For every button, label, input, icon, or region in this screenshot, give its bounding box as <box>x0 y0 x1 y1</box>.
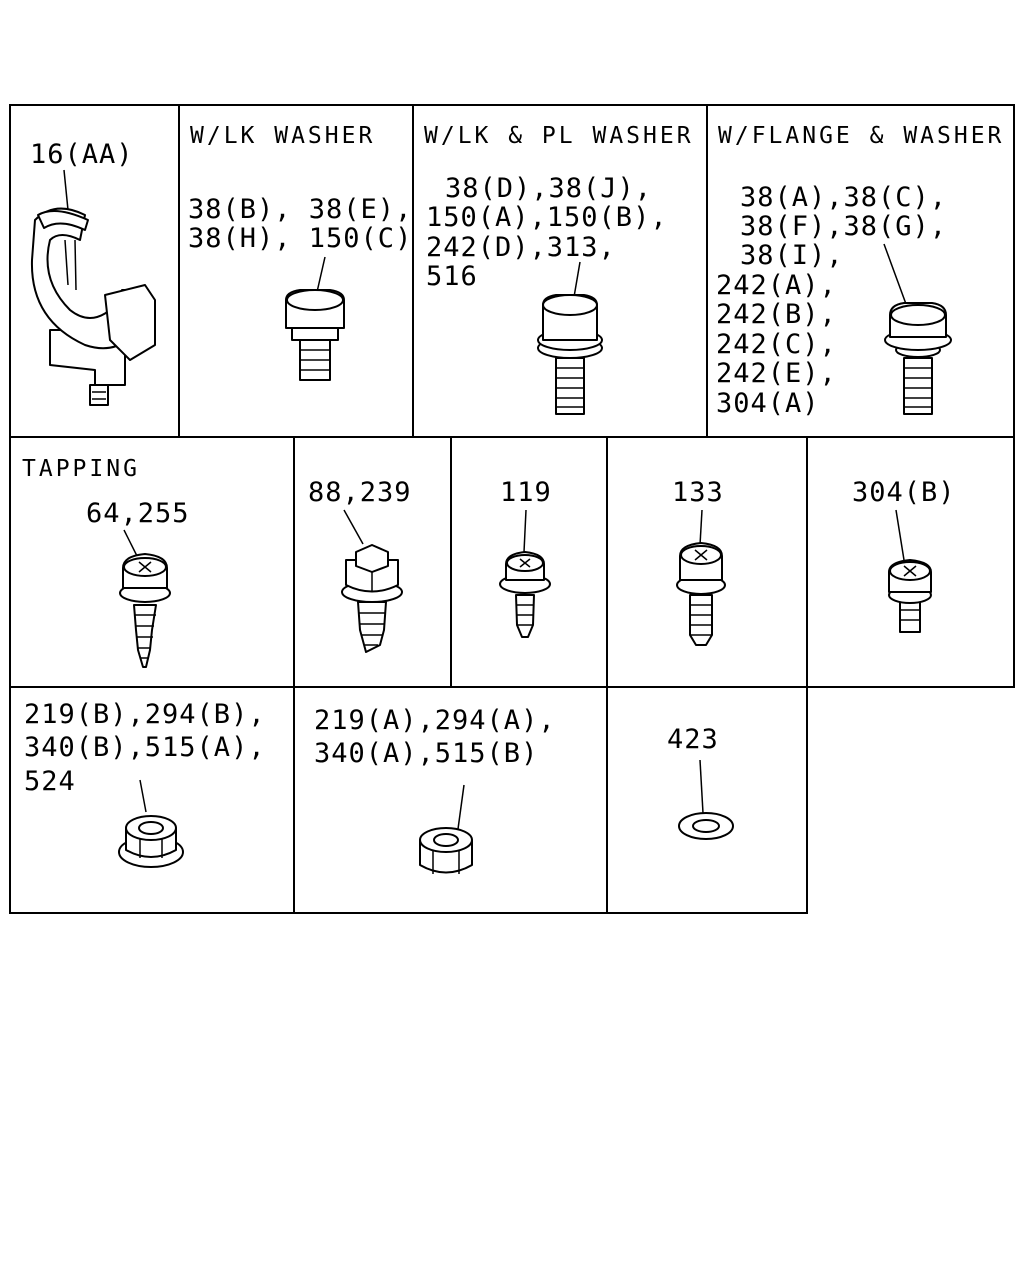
cell-screw-133: 133 <box>672 477 726 646</box>
part-label: 242(B), <box>716 299 837 330</box>
part-label: 88,239 <box>308 477 412 508</box>
cell-lk-pl-washer: W/LK & PL WASHER 38(D),38(J), 150(A),150… <box>424 123 694 415</box>
part-label: 242(C), <box>716 329 837 360</box>
part-label: 16(AA) <box>30 139 134 170</box>
bolt-lock-plain-washer-icon <box>537 294 603 415</box>
part-label: 242(E), <box>716 358 837 389</box>
part-label: 38(A),38(C), <box>740 182 947 213</box>
flat-washer-icon <box>678 812 734 840</box>
cell-hex-tapping: 88,239 <box>308 477 412 653</box>
part-label: 304(A) <box>716 388 820 419</box>
flange-nut-icon <box>118 815 184 868</box>
hex-tapping-screw-icon <box>341 544 403 653</box>
cell-flange-washer: W/FLANGE & WASHER 38(A),38(C), 38(F),38(… <box>716 123 1004 419</box>
cell-hex-nut: 219(A),294(A), 340(A),515(B) <box>314 705 556 874</box>
part-label: 304(B) <box>852 477 956 508</box>
cell-washer: 423 <box>667 724 734 840</box>
short-pan-screw-icon <box>888 559 932 633</box>
cell-screw-304b: 304(B) <box>852 477 956 633</box>
part-label: 340(B),515(A), <box>24 732 266 763</box>
part-label: 150(A),150(B), <box>426 202 668 233</box>
part-label: 524 <box>24 766 76 797</box>
pan-screw-washer-icon <box>499 551 551 638</box>
part-label: 219(A),294(A), <box>314 705 556 736</box>
cell-tapping: TAPPING 64,255 <box>22 456 190 668</box>
part-label: 38(B), 38(E), <box>188 194 412 225</box>
cell-header: TAPPING <box>22 456 140 482</box>
part-label: 516 <box>426 261 478 292</box>
grid-lines <box>9 104 1015 914</box>
part-label: 38(I), <box>740 240 844 271</box>
tapping-screw-icon <box>119 553 171 668</box>
cell-header: W/LK WASHER <box>190 123 375 149</box>
cell-header: W/LK & PL WASHER <box>424 123 694 149</box>
part-label: 38(D),38(J), <box>445 173 652 204</box>
part-label: 38(F),38(G), <box>740 211 947 242</box>
part-label: 38(H), 150(C) <box>188 223 412 254</box>
flange-bolt-washer-icon <box>884 302 952 415</box>
part-label: 340(A),515(B) <box>314 738 538 769</box>
part-label: 219(B),294(B), <box>24 699 266 730</box>
part-label: 242(D),313, <box>426 232 616 263</box>
bolt-lock-washer-icon <box>285 289 345 381</box>
pipe-clip-icon <box>30 207 156 406</box>
cell-lk-washer: W/LK WASHER 38(B), 38(E), 38(H), 150(C) <box>188 123 412 381</box>
part-label: 423 <box>667 724 719 755</box>
part-label: 119 <box>500 477 552 508</box>
hex-nut-icon <box>419 827 473 874</box>
pan-screw-icon <box>676 542 726 646</box>
part-label: 242(A), <box>716 270 837 301</box>
cell-header: W/FLANGE & WASHER <box>718 123 1004 149</box>
part-label: 133 <box>672 477 724 508</box>
cell-flange-nut: 219(B),294(B), 340(B),515(A), 524 <box>24 699 266 868</box>
cell-screw-119: 119 <box>499 477 552 638</box>
cell-clip: 16(AA) <box>30 139 156 406</box>
part-label: 64,255 <box>86 498 190 529</box>
